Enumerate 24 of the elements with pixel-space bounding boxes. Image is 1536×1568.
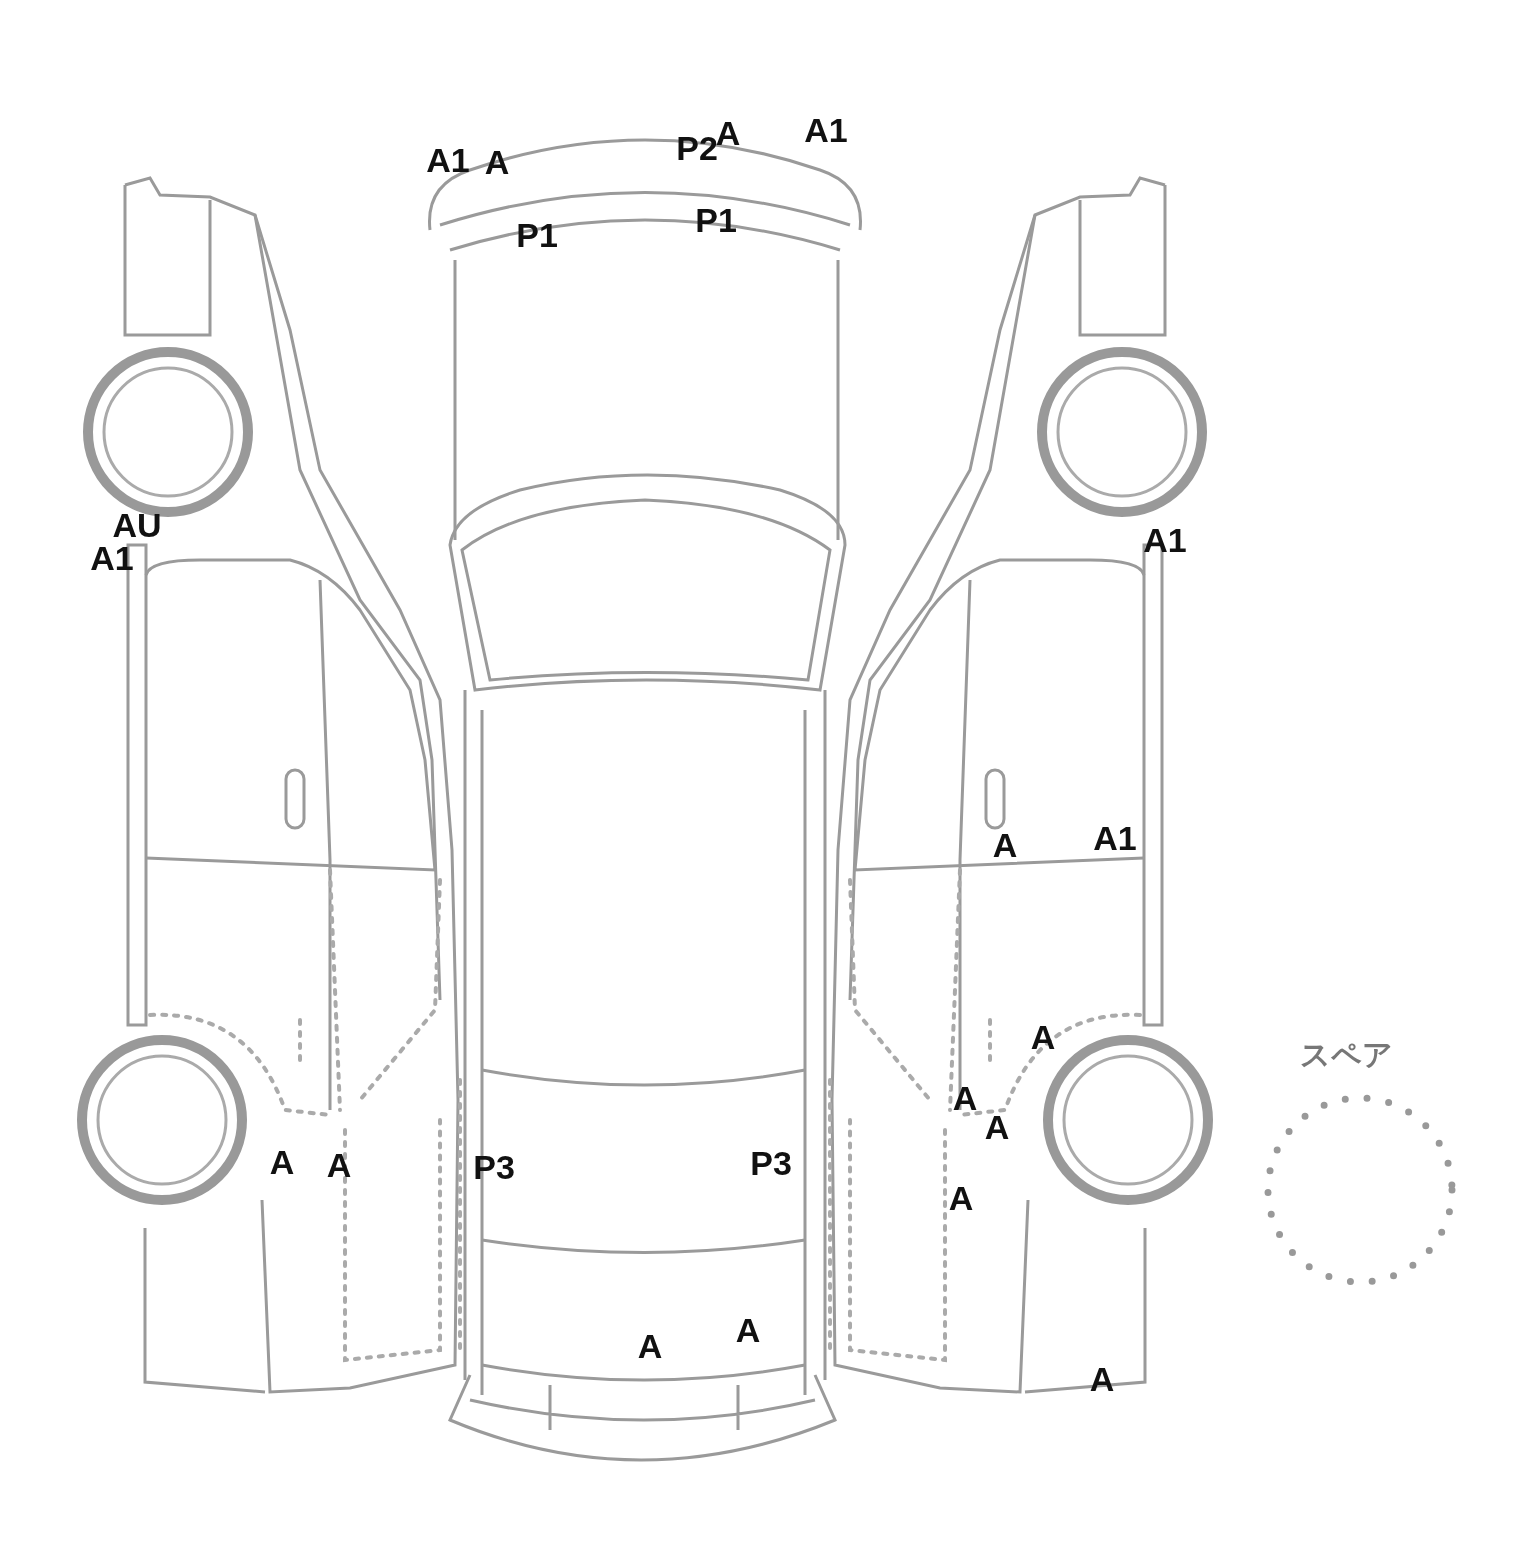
damage-code: A1	[90, 541, 134, 575]
damage-code: P1	[516, 218, 558, 252]
damage-code: A	[948, 1181, 974, 1215]
damage-code: AU	[112, 508, 162, 542]
damage-code: A1	[1143, 523, 1187, 557]
damage-code: A	[984, 1110, 1010, 1144]
damage-code: A1	[426, 143, 470, 177]
damage-code: A	[715, 116, 741, 150]
damage-code: A	[484, 145, 510, 179]
damage-code: A	[1030, 1020, 1056, 1054]
damage-code: A	[992, 828, 1018, 862]
damage-code: A	[637, 1329, 663, 1363]
damage-code: P3	[750, 1146, 792, 1180]
damage-code: A	[735, 1313, 761, 1347]
spare-label: スペア	[1300, 1036, 1393, 1074]
damage-code: A1	[804, 113, 848, 147]
damage-code: A	[269, 1145, 295, 1179]
damage-code: A1	[1093, 821, 1137, 855]
damage-code: A	[952, 1081, 978, 1115]
damage-code: P3	[473, 1150, 515, 1184]
damage-code: A	[1089, 1362, 1115, 1396]
damage-code: P1	[695, 203, 737, 237]
damage-code: A	[326, 1148, 352, 1182]
damage-code: P2	[676, 131, 718, 165]
